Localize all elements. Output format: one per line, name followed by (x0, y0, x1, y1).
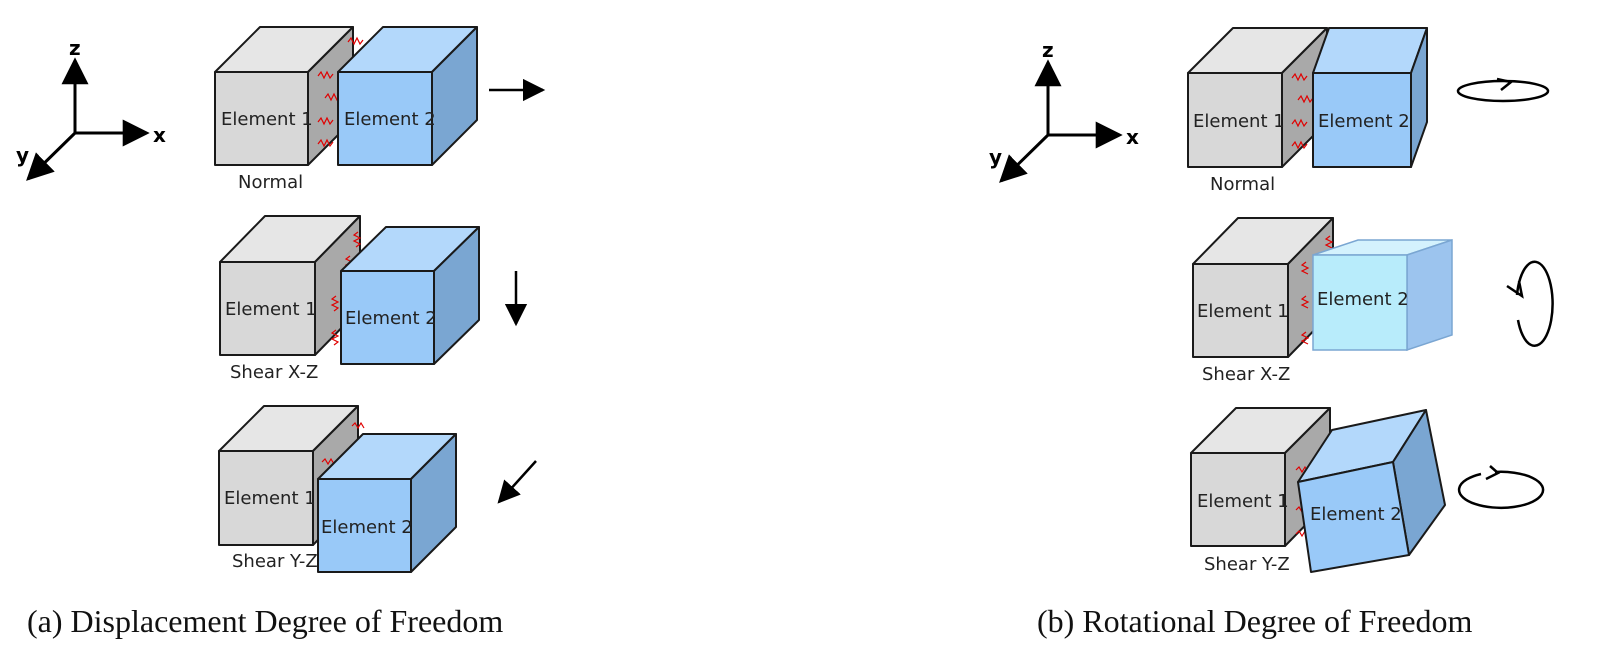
axis-z-label: z (69, 36, 81, 60)
springs (317, 36, 364, 148)
element2-cube: Element 2 (1297, 409, 1446, 573)
element1-label: Element 1 (221, 109, 313, 130)
element2-label: Element 2 (345, 308, 437, 329)
axes-a: z x y (16, 36, 166, 181)
mode-label-normal: Normal (1210, 174, 1275, 195)
pair-b-shear-yz: Element 1 Element 2 Shear Y-Z (1190, 407, 1545, 575)
panel-a: z x y Element 1 Elemen (16, 26, 546, 639)
pair-b-normal: Element 1 Element 2 Normal (1187, 27, 1550, 195)
mode-label-normal: Normal (238, 172, 303, 193)
rotation-arrow-icon (1456, 77, 1550, 103)
axis-x-label: x (1126, 125, 1139, 149)
springs (1291, 72, 1314, 150)
mode-label-shear-yz: Shear Y-Z (1204, 554, 1290, 575)
rotation-arrow-icon (1506, 260, 1554, 347)
element1-cube: Element 1 (214, 26, 354, 166)
rotation-arrow-icon (1457, 465, 1545, 510)
arrow-diagonal-icon (497, 460, 537, 504)
mode-label-shear-xz: Shear X-Z (230, 362, 318, 383)
element2-label: Element 2 (321, 517, 413, 538)
element2-label: Element 2 (1317, 289, 1409, 310)
axes-b: z x y (989, 38, 1139, 183)
mode-label-shear-yz: Shear Y-Z (232, 551, 318, 572)
element1-label: Element 1 (225, 299, 317, 320)
springs (321, 421, 365, 466)
axis-z-label: z (1042, 38, 1054, 62)
element1-label: Element 1 (1193, 111, 1285, 132)
element2-label: Element 2 (1310, 504, 1402, 525)
element2-cube: Element 2 (1312, 27, 1428, 168)
axis-y-label: y (16, 143, 29, 167)
element2-cube: Element 2 (337, 26, 478, 166)
element1-cube: Element 1 (1190, 407, 1331, 547)
element1-cube: Element 1 (1192, 217, 1334, 358)
element2-cube: Element 2 (317, 433, 457, 573)
axis-y-label: y (989, 145, 1002, 169)
mode-label-shear-xz: Shear X-Z (1202, 364, 1290, 385)
springs (1300, 235, 1334, 345)
caption-a: (a) Displacement Degree of Freedom (27, 603, 503, 639)
pair-b-shear-xz: Element 1 Element 2 Shear X-Z (1192, 217, 1554, 385)
element1-label: Element 1 (1197, 301, 1289, 322)
panel-b: z x y Element 1 Element 2 (989, 27, 1554, 639)
axis-x-label: x (153, 123, 166, 147)
element1-cube: Element 1 (219, 215, 361, 356)
element1-label: Element 1 (224, 488, 316, 509)
element1-label: Element 1 (1197, 491, 1289, 512)
caption-b: (b) Rotational Degree of Freedom (1037, 603, 1473, 639)
element2-label: Element 2 (1318, 111, 1410, 132)
element2-cube: Element 2 (1312, 238, 1453, 352)
pair-a-normal: Element 1 Element 2 Normal (214, 26, 546, 193)
element2-label: Element 2 (344, 109, 436, 130)
pair-a-shear-xz: Element 1 Element 2 Shear X-Z (219, 215, 528, 383)
pair-a-shear-yz: Element 1 Element 2 Shear Y-Z (218, 405, 537, 573)
element2-cube: Element 2 (340, 226, 480, 365)
